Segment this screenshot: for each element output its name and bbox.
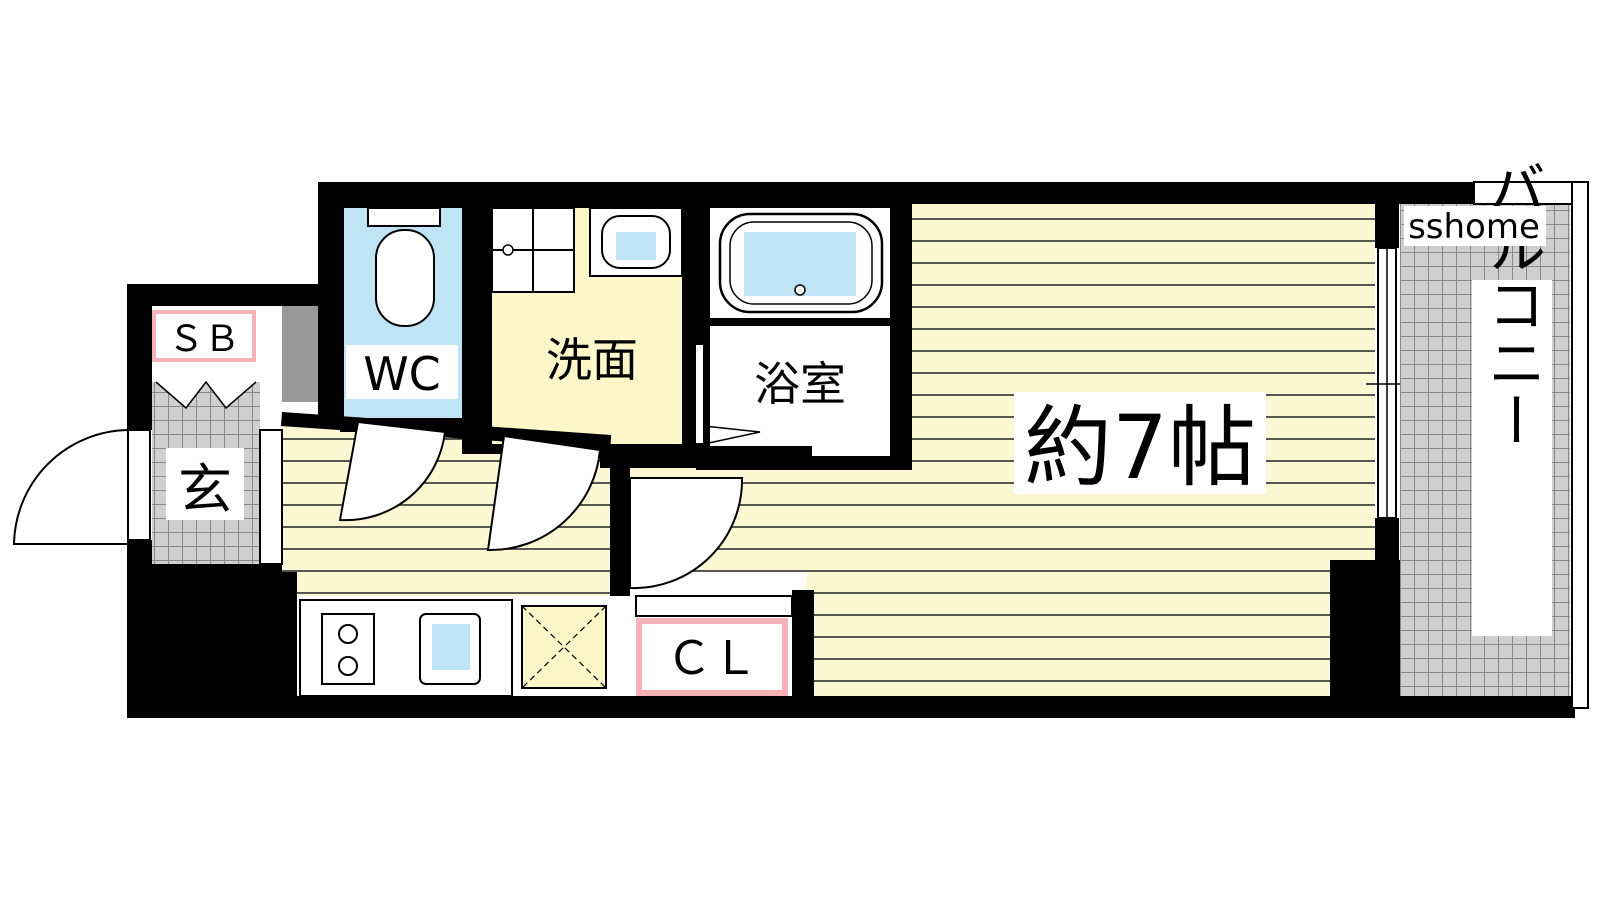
wc-label: WC [363, 347, 441, 401]
wall-right-lower [1375, 518, 1399, 578]
balcony-label: バルコニー [1478, 159, 1546, 449]
closet-label: ＣＬ [666, 631, 758, 685]
toilet-tank [367, 207, 441, 227]
balcony-label-bg [1472, 280, 1552, 636]
wall-entry-left [127, 284, 152, 430]
wall-hall-partition-2 [600, 446, 812, 468]
main-room-door [629, 477, 744, 590]
partition-post [282, 306, 318, 402]
wall-closet-right [792, 590, 814, 710]
stove [321, 613, 375, 685]
kitchen-floor-strip [297, 560, 617, 596]
wall-right-column [1330, 560, 1408, 710]
front-door [12, 428, 129, 545]
toilet-seat [375, 229, 435, 327]
bathtub-drain [794, 284, 806, 296]
bath-divider [704, 318, 894, 326]
fridge-space [521, 605, 607, 689]
closet-rail [635, 595, 793, 617]
wall-bottom-left-block [127, 560, 297, 710]
closet-tag-inner [642, 624, 782, 690]
wall-entry-top [127, 284, 340, 306]
main-room-label: 約7帖 [1024, 396, 1256, 499]
wall-bottom [127, 696, 1575, 718]
entrance-step [259, 429, 283, 565]
shoebox-label: ＳＢ [168, 319, 240, 360]
wall-top [318, 182, 1474, 204]
wall-kitchen-divider [610, 460, 630, 596]
watermark-logo: sshome [1408, 207, 1540, 247]
kitchen-sink-water [432, 624, 470, 670]
entrance-label-bg [166, 448, 244, 520]
main-room-label-bg [1014, 392, 1266, 494]
shoebox-doors [155, 380, 257, 410]
wash-door [486, 434, 602, 552]
wash-basin-water [616, 232, 656, 260]
stove-burner-2 [338, 656, 358, 676]
watermark-bg [1404, 206, 1546, 246]
shoebox-tag-inner [156, 314, 252, 358]
wc-label-bg [346, 345, 458, 399]
front-door-jamb [127, 429, 151, 541]
entrance-label: 玄 [178, 458, 232, 521]
balcony-rail-side [1571, 181, 1589, 709]
wall-right-upper [1375, 204, 1399, 248]
washing-drain [502, 244, 514, 256]
stove-burner-1 [338, 624, 358, 644]
bath-door-swing [703, 425, 761, 445]
wash-label: 洗面 [546, 333, 638, 387]
wc-door [338, 420, 447, 522]
bath-label: 浴室 [754, 357, 846, 411]
